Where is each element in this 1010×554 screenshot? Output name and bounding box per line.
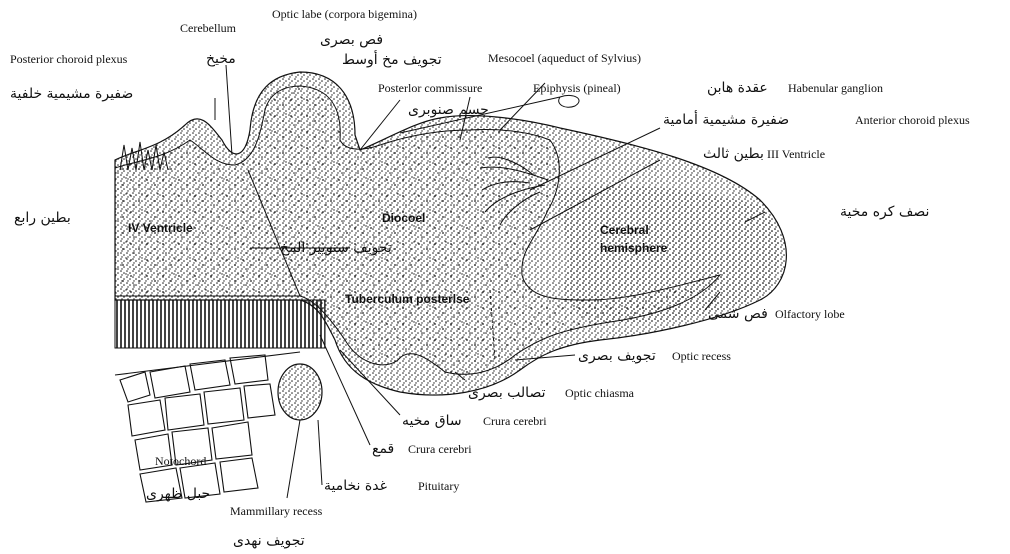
fourth-ventricle-inner-label: IV Ventricle xyxy=(128,221,193,235)
pituitary-gland xyxy=(278,364,322,420)
cerebellum-ar: مخيخ xyxy=(206,51,236,67)
crura1-ar: ساق مخيه xyxy=(402,413,462,429)
olfactory-en: Olfactory lobe xyxy=(775,307,845,321)
mesocoel-en: Mesocoel (aqueduct of Sylvius) xyxy=(488,51,641,65)
diocoel-ar-label: تجويف سنويير المخ xyxy=(280,240,392,256)
optic-chiasma-en: Optic chiasma xyxy=(565,386,635,400)
olfactory-ar: فص شمى xyxy=(708,306,768,322)
epiphysis-ar: جسم صنوبرى xyxy=(408,102,489,118)
optic-chiasma-ar: تصالب بصرى xyxy=(468,385,546,401)
striped-band xyxy=(115,300,325,348)
optic-recess-ar: تجويف بصرى xyxy=(578,348,656,364)
notochord-ar: حبل ظهرى xyxy=(146,486,210,502)
habenular-en: Habenular ganglion xyxy=(788,81,883,95)
notochord-cells xyxy=(115,352,300,502)
ant-choroid-ar: ضفيرة مشيمية أمامية xyxy=(663,110,789,128)
diocoel-inner-label: Diocoel xyxy=(382,211,425,225)
mesocoel-ar: تجويف مخ أوسط xyxy=(342,50,442,68)
mammillary-ar: تجويف نهدى xyxy=(233,533,305,549)
third-ventricle-en: III Ventricle xyxy=(767,147,825,161)
third-ventricle-ar: بطين ثالث xyxy=(703,146,764,162)
crura2-ar: قمع xyxy=(372,441,394,457)
cerebral-inner-label: Cerebral xyxy=(600,223,649,237)
optic-lobe-ar: فص بصرى xyxy=(320,32,383,48)
mammillary-en: Mammillary recess xyxy=(230,504,323,518)
pituitary-en: Pituitary xyxy=(418,479,459,493)
post-choroid-en: Posterior choroid plexus xyxy=(10,52,128,66)
habenular-ar: عقدة هابن xyxy=(707,80,768,96)
tuberculum-inner-label: Tuberculum posterlse xyxy=(345,292,470,306)
post-commissure-en: Posterlor commissure xyxy=(378,81,482,95)
ant-choroid-en: Anterior choroid plexus xyxy=(855,113,970,127)
cerebellum-en: Cerebellum xyxy=(180,21,237,35)
fourth-ventricle-ar: بطين رابع xyxy=(14,210,71,226)
hemisphere-inner-label: hemisphere xyxy=(600,241,668,255)
post-choroid-ar: ضفيرة مشيمية خلفية xyxy=(10,86,133,102)
notochord-en: Notochord xyxy=(155,454,206,468)
epiphysis-en: Epiphysis (pineal) xyxy=(533,81,621,95)
optic-lobe-en: Optic labe (corpora bigemina) xyxy=(272,7,417,21)
optic-recess-en: Optic recess xyxy=(672,349,731,363)
crura2-en: Crura cerebri xyxy=(408,442,472,456)
crura1-en: Crura cerebri xyxy=(483,414,547,428)
hemisphere-ar: نصف كره مخية xyxy=(840,204,929,220)
pituitary-ar: غدة نخامية xyxy=(324,478,387,494)
